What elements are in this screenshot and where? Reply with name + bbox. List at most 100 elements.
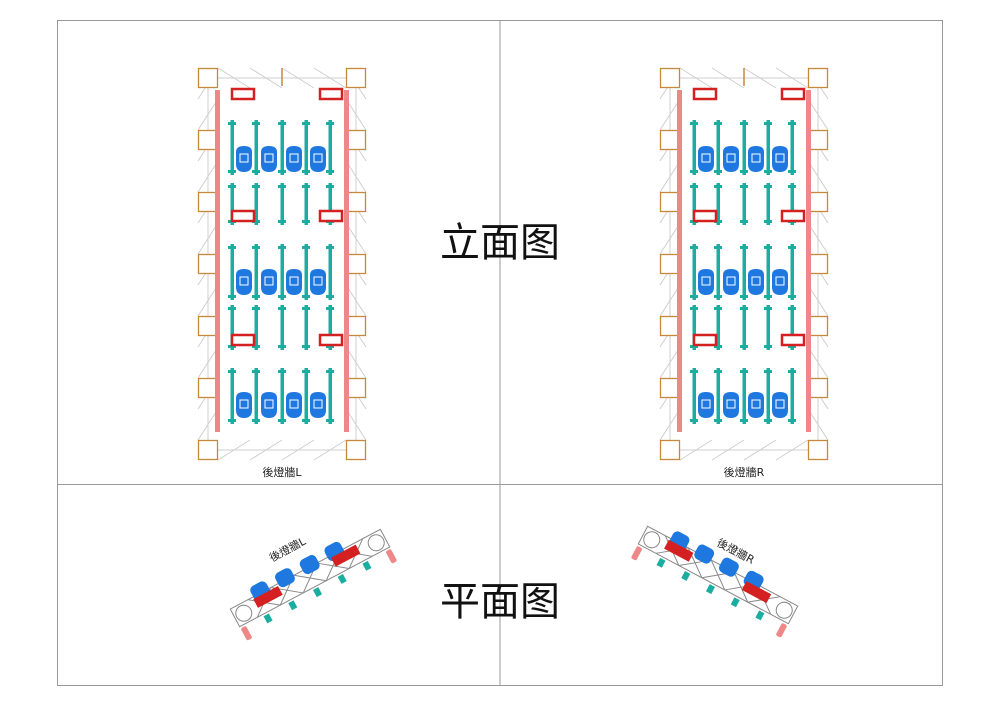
teal-pole-clamp — [278, 345, 286, 348]
teal-pole-clamp — [714, 345, 722, 348]
teal-pole-clamp — [764, 419, 772, 422]
teal-pole — [328, 244, 332, 300]
plan-pink-bar — [631, 546, 642, 561]
teal-pole-clamp — [740, 307, 748, 310]
blue-moving-head — [698, 146, 714, 172]
truss-brace — [679, 439, 713, 461]
plan-teal-pole — [263, 613, 273, 624]
teal-pole-clamp — [302, 170, 310, 173]
teal-pole-clamp — [302, 370, 310, 373]
teal-pole-clamp — [278, 220, 286, 223]
teal-pole-clamp — [252, 185, 260, 188]
blue-moving-head-lens — [775, 153, 785, 163]
teal-pole-clamp — [302, 122, 310, 125]
teal-pole — [742, 120, 746, 175]
teal-pole-clamp — [302, 419, 310, 422]
truss-brace — [807, 222, 829, 255]
teal-pole-clamp — [740, 170, 748, 173]
truss-brace — [197, 408, 219, 441]
plan-teal-pole — [681, 571, 691, 581]
teal-pole-clamp — [278, 307, 286, 310]
teal-pole-clamp — [252, 345, 260, 348]
teal-pole — [790, 305, 794, 350]
blue-moving-head — [261, 146, 277, 172]
teal-pole-clamp — [690, 185, 698, 188]
truss-brace — [345, 284, 367, 317]
teal-pole-clamp — [740, 122, 748, 125]
truss-brace — [197, 98, 219, 131]
red-strobe-fixture — [780, 209, 806, 223]
truss-brace — [217, 67, 251, 89]
corner-block — [807, 439, 829, 461]
teal-pole — [328, 305, 332, 350]
truss-brace — [197, 284, 219, 317]
teal-pole — [280, 183, 284, 225]
teal-pole-clamp — [690, 170, 698, 173]
blue-moving-head-lens — [775, 399, 785, 409]
red-strobe-fixture — [230, 87, 256, 101]
teal-pole-clamp — [228, 295, 236, 298]
red-strobe-fixture — [692, 333, 718, 347]
blue-moving-head-lens — [289, 153, 299, 163]
teal-pole-clamp — [302, 295, 310, 298]
blue-moving-head — [748, 392, 764, 418]
teal-pole-clamp — [690, 295, 698, 298]
corner-block — [197, 129, 219, 151]
corner-block — [197, 439, 219, 461]
elevation-right-label: 後燈牆R — [724, 465, 765, 479]
teal-pole — [790, 183, 794, 225]
teal-pole-clamp — [302, 307, 310, 310]
teal-pole — [692, 183, 696, 225]
teal-pole-clamp — [788, 419, 796, 422]
teal-pole-clamp — [764, 370, 772, 373]
teal-pole — [304, 368, 308, 424]
plan-truss-group — [229, 528, 397, 641]
teal-pole-clamp — [326, 307, 334, 310]
truss-brace — [679, 67, 713, 89]
teal-pole-clamp — [252, 220, 260, 223]
teal-pole — [790, 244, 794, 300]
teal-pole-clamp — [740, 345, 748, 348]
teal-pole-clamp — [228, 170, 236, 173]
teal-pole — [328, 368, 332, 424]
teal-pole — [230, 368, 234, 424]
teal-pole — [766, 120, 770, 175]
blue-moving-head-lens — [313, 399, 323, 409]
teal-pole — [254, 305, 258, 350]
plan-teal-pole — [288, 600, 298, 611]
teal-pole — [304, 120, 308, 175]
teal-pole-clamp — [714, 370, 722, 373]
teal-pole-clamp — [764, 170, 772, 173]
blue-moving-head — [772, 269, 788, 295]
teal-pole-clamp — [714, 246, 722, 249]
blue-moving-head — [310, 392, 326, 418]
teal-pole-clamp — [252, 170, 260, 173]
truss-brace — [197, 346, 219, 379]
teal-pole-clamp — [740, 295, 748, 298]
teal-pole-clamp — [252, 295, 260, 298]
truss-brace — [345, 408, 367, 441]
plan-teal-pole — [337, 574, 347, 584]
elevation-left-label: 後燈牆L — [262, 465, 302, 479]
teal-pole-clamp — [788, 185, 796, 188]
teal-pole-clamp — [740, 419, 748, 422]
blue-moving-head — [261, 392, 277, 418]
teal-pole — [280, 120, 284, 175]
truss-brace — [659, 408, 681, 441]
plan-corner-circle — [367, 534, 385, 552]
corner-block — [659, 129, 681, 151]
truss-brace — [197, 222, 219, 255]
corner-block — [345, 67, 367, 89]
plan-pink-bar — [776, 623, 787, 638]
teal-pole-clamp — [714, 307, 722, 310]
teal-pole-clamp — [788, 370, 796, 373]
teal-pole-clamp — [690, 370, 698, 373]
truss-brace — [775, 67, 809, 89]
teal-pole-clamp — [228, 419, 236, 422]
blue-moving-head — [698, 269, 714, 295]
teal-pole — [254, 120, 258, 175]
truss-brace — [807, 160, 829, 193]
teal-pole — [254, 183, 258, 225]
teal-pole — [766, 183, 770, 225]
teal-pole-clamp — [690, 122, 698, 125]
